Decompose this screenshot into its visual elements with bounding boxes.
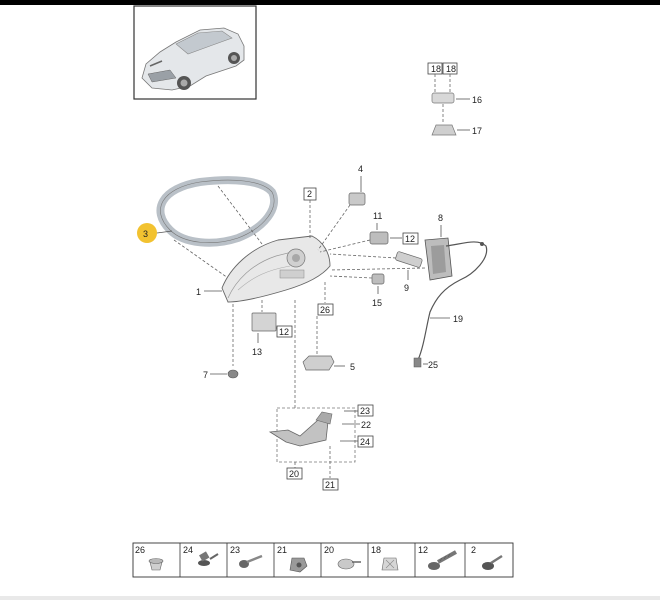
vehicle-thumbnail [133,5,257,100]
part-16-control-unit: 16 [431,92,482,105]
callout-4: 4 [358,164,363,174]
grommet-icon [337,558,361,570]
part-17-bracket: 17 [431,104,482,136]
callout-13: 13 [252,347,262,357]
callout-8: 8 [438,213,443,223]
callout-7: 7 [203,370,208,380]
part-9-module: 9 [329,251,423,293]
part-4-cap: 4 [317,164,366,251]
part-15-sensor: 15 [329,273,385,308]
legend-label-5: 18 [371,545,381,555]
clip-nut-icon [381,557,399,571]
legend-label-6: 12 [418,545,428,555]
clip-icon [148,558,164,571]
callout-25: 25 [428,360,438,370]
callout-26-box [317,303,334,316]
bottom-bar [0,596,660,600]
legend-label-2: 23 [230,545,240,555]
part-18-boxes: 18 18 [427,62,458,94]
callout-2: 2 [307,189,312,199]
callout-12b-box [276,325,293,338]
callout-24: 24 [360,437,370,447]
part-26-box: 26 [317,282,334,316]
part-3-seal: 3 [137,176,278,279]
callout-21: 21 [325,480,335,490]
callout-1: 1 [196,287,201,297]
callout-22: 22 [361,420,371,430]
legend-label-4: 20 [324,545,334,555]
part-19-cable: 19 25 [413,241,488,370]
top-bar [0,0,660,5]
fastener-legend: 26 24 23 21 20 18 12 2 [132,542,514,578]
part-11-bulb: 11 12 [319,211,419,253]
callout-12b: 12 [279,327,289,337]
legend-label-7: 2 [471,545,476,555]
legend-label-3: 21 [277,545,287,555]
screw-long-icon [428,550,457,570]
callout-20-box [286,467,303,480]
callout-9: 9 [404,283,409,293]
legend-label-0: 26 [135,545,145,555]
car-illustration [141,27,245,91]
part-7-plug: 7 [203,304,239,380]
part-8-cover: 8 [329,213,453,281]
screw-short-icon [482,554,503,570]
callout-23: 23 [360,406,370,416]
callout-21-box [322,478,339,491]
bracket-assembly: 22 23 24 20 21 [268,300,374,491]
callout-26: 26 [320,305,330,315]
part-5-module: 5 [302,316,355,372]
callout-5: 5 [350,362,355,372]
part-2-box: 2 [303,187,317,240]
callout-15: 15 [372,298,382,308]
legend-label-1: 24 [183,545,193,555]
bolt-icon [239,554,263,568]
screw-icon [198,551,219,566]
callout-19: 19 [453,314,463,324]
callout-3-marker [137,223,157,243]
callout-18a: 18 [431,64,441,74]
part-13-module: 12 13 [251,300,293,357]
part-1-headlight: 1 [196,235,331,303]
callout-24-box [357,435,374,448]
callout-12a: 12 [405,234,415,244]
callout-18b: 18 [446,64,456,74]
callout-3: 3 [143,229,148,239]
nut-icon [289,557,308,573]
callout-20: 20 [289,469,299,479]
callout-11: 11 [373,211,382,221]
callout-23-box [357,404,374,417]
callout-16: 16 [472,95,482,105]
callout-12a-box [402,232,419,245]
callout-17: 17 [472,126,482,136]
